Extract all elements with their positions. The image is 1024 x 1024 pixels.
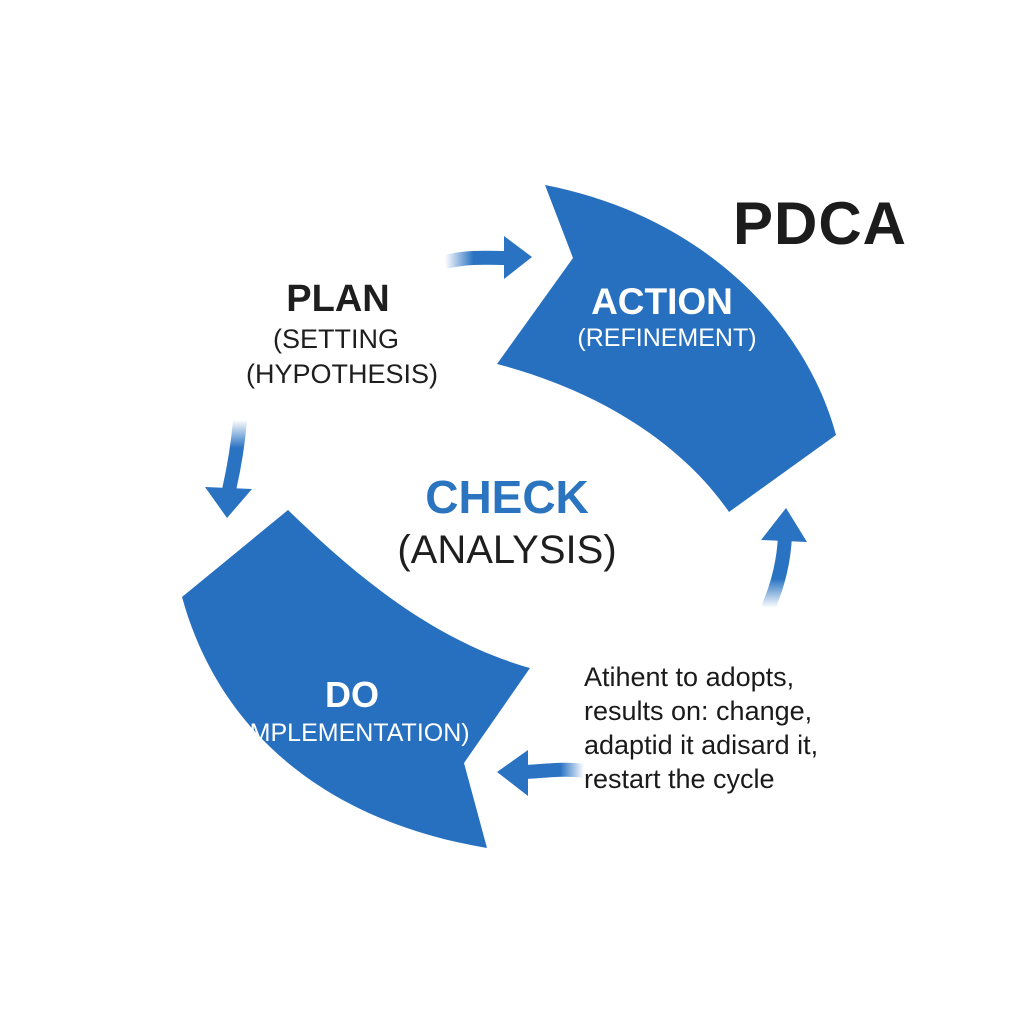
- arrow-left-icon: [497, 750, 586, 796]
- cycle-note: Atihent to adopts, results on: change, a…: [584, 660, 818, 796]
- note-line: results on: change,: [584, 696, 813, 726]
- check-title: CHECK: [425, 471, 589, 523]
- plan-subtitle-line2: (HYPOTHESIS): [245, 359, 439, 389]
- do-segment: [182, 510, 530, 848]
- note-line: Atihent to adopts,: [584, 662, 795, 692]
- arrow-up-icon: [761, 508, 807, 611]
- action-subtitle: (REFINEMENT): [577, 324, 757, 352]
- diagram-title: PDCA: [732, 190, 908, 257]
- check-subtitle: (ANALYSIS): [397, 528, 617, 572]
- do-title: DO: [325, 674, 379, 715]
- note-line: adaptid it adisard it,: [584, 730, 819, 760]
- note-line: restart the cycle: [584, 764, 775, 794]
- plan-title: PLAN: [286, 278, 390, 320]
- arrow-down-icon: [205, 419, 252, 518]
- plan-subtitle-line1: (SETTING: [273, 324, 399, 354]
- arrow-right-icon: [443, 236, 532, 279]
- action-title: ACTION: [591, 281, 733, 322]
- action-segment: [497, 185, 836, 512]
- do-subtitle: (IMPLEMENTATION): [234, 719, 470, 747]
